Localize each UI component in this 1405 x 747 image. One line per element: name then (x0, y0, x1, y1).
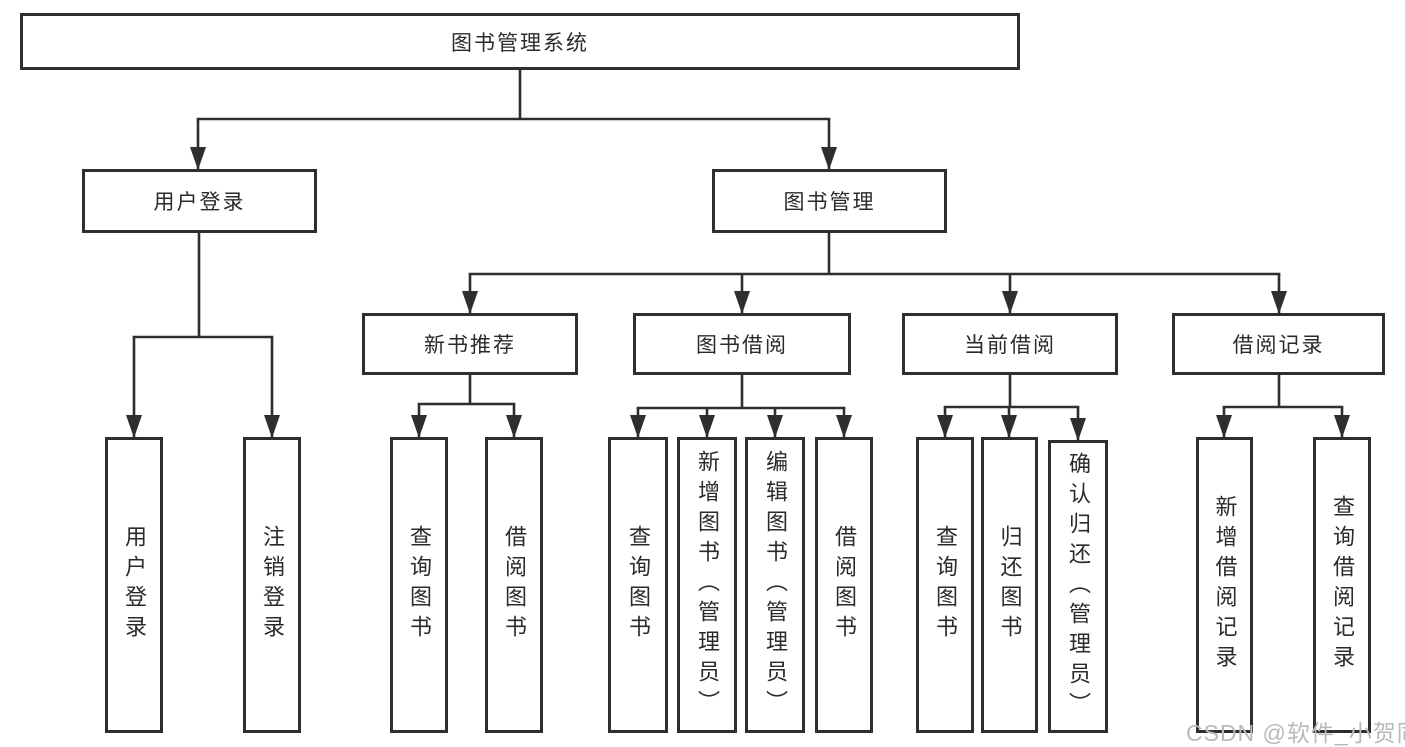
node-label: 借阅图书 (502, 525, 527, 645)
leaf-borrow-books: 借阅图书 (815, 437, 873, 733)
node-label: 图书管理 (783, 191, 876, 214)
leaf-query-books-current: 查询图书 (916, 437, 974, 733)
leaf-user-login: 用户登录 (105, 437, 163, 733)
leaf-edit-books-admin: 编辑图书（管理员） (745, 437, 805, 733)
node-book-management-branch: 图书管理 (712, 169, 947, 233)
node-label: 归还图书 (997, 525, 1023, 645)
node-label: 注销登录 (260, 525, 285, 645)
node-book-borrowing: 图书借阅 (633, 313, 851, 375)
node-label: 用户登录 (122, 525, 147, 645)
node-label: 当前借阅 (964, 334, 1056, 357)
node-label: 查询借阅记录 (1330, 495, 1355, 675)
leaf-query-books-borrow: 查询图书 (608, 437, 668, 733)
leaf-add-borrow-record: 新增借阅记录 (1196, 437, 1253, 733)
leaf-add-books-admin: 新增图书（管理员） (677, 437, 737, 733)
node-book-management-system: 图书管理系统 (20, 13, 1020, 70)
node-label: 新增借阅记录 (1212, 495, 1238, 675)
node-label: 确认归还（管理员） (1066, 451, 1091, 722)
node-label: 借阅图书 (832, 525, 857, 645)
leaf-confirm-return-admin: 确认归还（管理员） (1048, 440, 1108, 733)
leaf-logout: 注销登录 (243, 437, 301, 733)
node-label: 图书管理系统 (451, 31, 589, 55)
node-label: 查询图书 (933, 525, 958, 645)
node-borrowing-records: 借阅记录 (1172, 313, 1385, 375)
leaf-return-books: 归还图书 (981, 437, 1038, 733)
leaf-query-borrow-record: 查询借阅记录 (1313, 437, 1371, 733)
csdn-watermark: CSDN @软件_小贺同学 (1186, 720, 1405, 746)
node-current-borrowing: 当前借阅 (902, 313, 1118, 375)
leaf-query-books-recommend: 查询图书 (390, 437, 448, 733)
node-user-login-branch: 用户登录 (82, 169, 317, 233)
node-label: 新书推荐 (424, 334, 516, 357)
leaf-borrow-books-recommend: 借阅图书 (485, 437, 543, 733)
node-label: 新增图书（管理员） (695, 450, 720, 720)
node-label: 用户登录 (153, 191, 246, 214)
node-label: 查询图书 (626, 525, 651, 645)
node-label: 图书借阅 (696, 334, 788, 357)
node-new-book-recommend: 新书推荐 (362, 313, 578, 375)
node-label: 借阅记录 (1232, 334, 1325, 357)
node-label: 编辑图书（管理员） (763, 450, 788, 720)
node-label: 查询图书 (407, 525, 432, 645)
